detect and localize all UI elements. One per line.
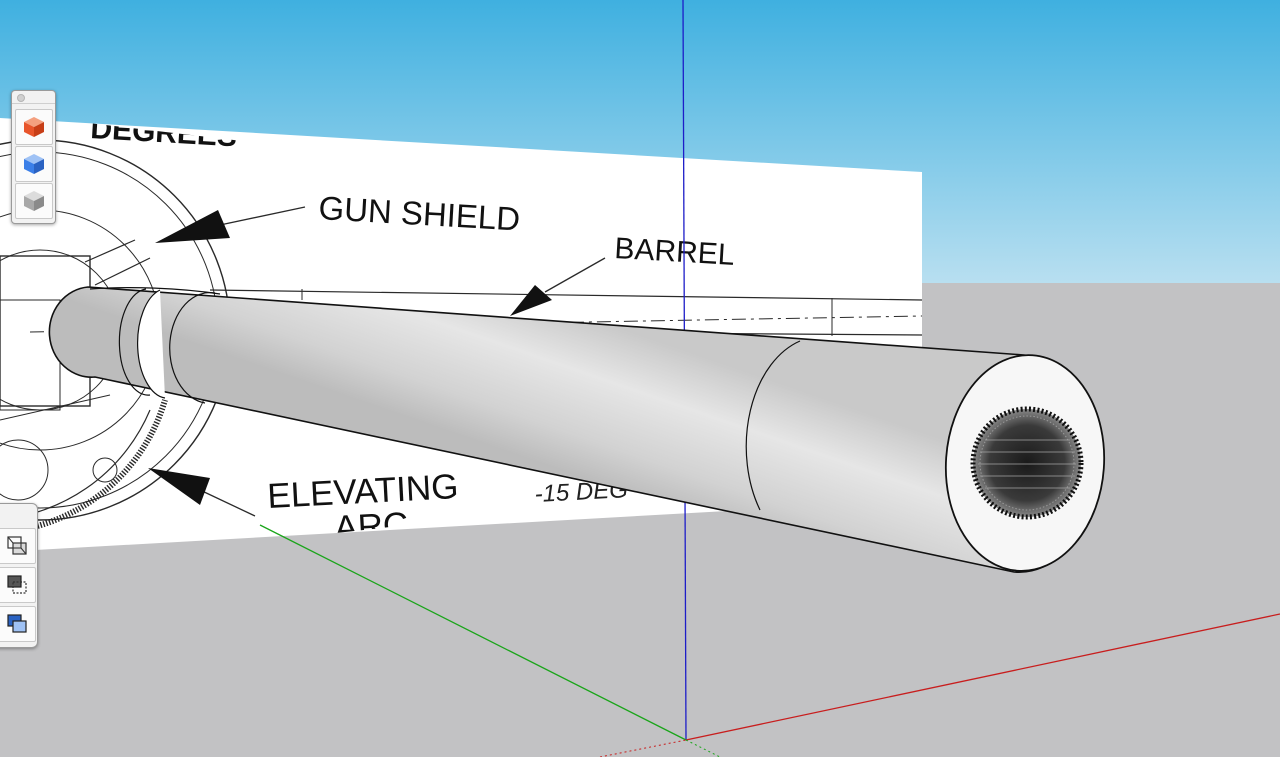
style-button-blue[interactable] (15, 146, 53, 182)
face-style-toolbar (0, 503, 38, 648)
style-button-red[interactable] (15, 109, 53, 145)
barrel-rear-cap (89, 287, 221, 295)
style-button-gray[interactable] (15, 183, 53, 219)
close-icon[interactable] (17, 94, 25, 102)
back-edges-button[interactable] (0, 567, 36, 603)
xray-face-style-icon (7, 536, 27, 555)
red-style-cube-icon (24, 117, 44, 137)
gray-style-cube-icon (24, 191, 44, 211)
bore (970, 406, 1084, 520)
barrel-ring-1 (137, 289, 166, 399)
barrel-ring-2 (169, 291, 216, 404)
gun-shield-arrowhead (155, 210, 230, 243)
green-axis (259, 524, 687, 741)
barrel-model[interactable] (48, 286, 1111, 576)
back-edges-face-style-icon (7, 575, 27, 594)
label-barrel: BARREL (614, 232, 736, 272)
toolbar-titlebar[interactable] (12, 91, 55, 104)
barrel-ring-1b (118, 288, 151, 396)
elevating-arrowhead (148, 468, 210, 505)
red-axis (685, 613, 1280, 741)
shaded-face-style-icon (7, 614, 27, 633)
barrel-seam (745, 340, 801, 511)
green-axis-negative (685, 739, 721, 757)
xray-button[interactable] (0, 528, 36, 564)
bore-rifling (979, 415, 1075, 511)
shaded-button[interactable] (0, 606, 36, 642)
blue-style-cube-icon (24, 154, 44, 174)
barrel-arrowhead (510, 285, 552, 316)
bore-grooves (978, 439, 1076, 489)
styles-toolbar (11, 90, 56, 224)
